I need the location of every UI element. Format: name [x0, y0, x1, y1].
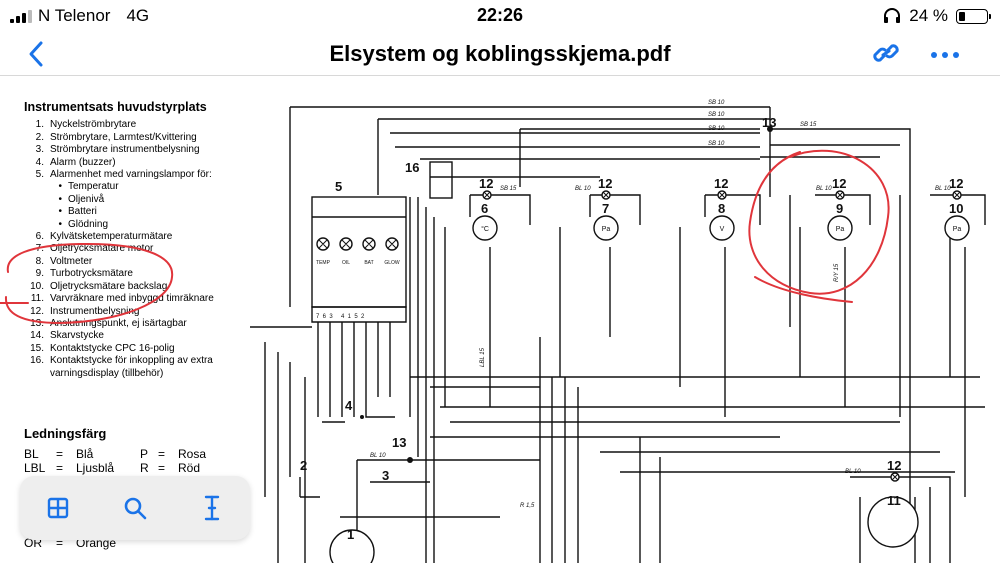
svg-text:SB 10: SB 10	[708, 141, 725, 147]
search-button[interactable]	[118, 491, 152, 525]
legend-item: 6.Kylvätsketemperaturmätare	[35, 231, 173, 243]
svg-text:2: 2	[300, 458, 307, 473]
svg-text:12: 12	[832, 176, 846, 191]
svg-text:BL 10: BL 10	[845, 469, 861, 475]
legend-item: •Batteri	[58, 206, 97, 218]
svg-text:BL 10: BL 10	[575, 186, 591, 192]
legend-item: 11.Varvräknare med inbyggd timräknare	[30, 293, 214, 305]
red-annotation	[0, 149, 890, 325]
legend-item: 3.Strömbrytare instrumentbelysning	[35, 144, 200, 156]
signal-icon	[10, 9, 32, 23]
svg-text:V: V	[720, 226, 725, 233]
thumbnails-button[interactable]	[41, 491, 75, 525]
svg-text:SB 10: SB 10	[708, 126, 725, 132]
svg-text:1: 1	[347, 527, 354, 542]
svg-text:13: 13	[392, 435, 406, 450]
svg-text:SB 10: SB 10	[708, 112, 725, 118]
component-legend: Instrumentsats huvudstyrplats 1.Nyckelst…	[24, 101, 264, 380]
pdf-toolbar	[20, 476, 250, 540]
svg-text:Pa: Pa	[602, 226, 611, 233]
legend-item: 12.Instrumentbelysning	[30, 305, 140, 317]
svg-text:3: 3	[382, 468, 389, 483]
svg-text:R/Y 15: R/Y 15	[834, 263, 840, 282]
link-icon[interactable]	[872, 40, 900, 66]
legend-item: 10.Oljetrycksmätare backslag	[30, 280, 168, 292]
clock: 22:26	[476, 5, 524, 25]
svg-text:12: 12	[598, 176, 612, 191]
svg-text:LBL 15: LBL 15	[480, 347, 486, 367]
back-chevron-icon[interactable]	[28, 40, 44, 68]
pdf-page[interactable]: Instrumentsats huvudstyrplats 1.Nyckelst…	[0, 77, 1000, 563]
status-bar: N Telenor 4G 22:26 24 %	[0, 0, 1000, 32]
svg-text:7: 7	[602, 201, 609, 216]
search-icon	[124, 497, 147, 520]
svg-text:Pa: Pa	[836, 226, 845, 233]
svg-text:BAT: BAT	[364, 260, 373, 266]
legend-item: varningsdisplay (tillbehör)	[50, 367, 164, 379]
svg-text:12: 12	[949, 176, 963, 191]
legend-item: 1.Nyckelströmbrytare	[35, 119, 137, 131]
svg-text:R 1,5: R 1,5	[520, 503, 535, 509]
legend-item: •Temperatur	[58, 181, 119, 193]
svg-text:SB 15: SB 15	[500, 186, 517, 192]
svg-text:5: 5	[335, 179, 342, 194]
wiring-schematic: SB 10 SB 10 SB 10 SB 15 SB 10 BL 10 SB 1…	[0, 100, 986, 563]
legend-item: 8.Voltmeter	[35, 255, 93, 267]
more-options-icon[interactable]	[930, 51, 960, 59]
legend-item: 13.Anslutningspunkt, ej isärtagbar	[30, 317, 187, 329]
svg-text:Pa: Pa	[953, 226, 962, 233]
legend-item: 15.Kontaktstycke CPC 16-polig	[30, 342, 175, 354]
node-13-top-label: 13	[762, 115, 776, 130]
svg-text:GLOW: GLOW	[384, 260, 400, 266]
legend-item: 2.Strömbrytare, Larmtest/Kvittering	[35, 131, 197, 143]
svg-text:7 6 3 4 1 5 2: 7 6 3 4 1 5 2	[316, 314, 365, 320]
carrier-info: N Telenor 4G	[10, 6, 149, 26]
wire-color-title: Ledningsfärg	[24, 426, 107, 441]
svg-text:4: 4	[345, 398, 353, 413]
svg-text:10: 10	[949, 201, 963, 216]
network-type: 4G	[126, 6, 150, 25]
legend-item: 4.Alarm (buzzer)	[35, 156, 116, 168]
svg-text:°C: °C	[481, 225, 489, 233]
text-cursor-icon	[204, 495, 219, 521]
svg-text:11: 11	[887, 493, 901, 508]
navigation-bar: Elsystem og koblingsskjema.pdf	[0, 32, 1000, 76]
battery-icon	[956, 8, 991, 24]
text-select-button[interactable]	[195, 491, 229, 525]
svg-text:BL 10: BL 10	[816, 186, 832, 192]
legend-item: 9.Turbotrycksmätare	[35, 268, 133, 280]
svg-text:OIL: OIL	[342, 260, 350, 266]
legend-item: 14.Skarvstycke	[30, 330, 104, 342]
svg-text:9: 9	[836, 201, 843, 216]
svg-text:SB 10: SB 10	[708, 100, 725, 106]
legend-item: 7.Oljetrycksmätare motor	[35, 243, 154, 255]
carrier-name: N Telenor	[38, 6, 111, 25]
svg-text:TEMP: TEMP	[316, 260, 331, 266]
headphones-icon	[884, 8, 901, 23]
legend-item: •Oljenivå	[58, 193, 105, 205]
svg-text:BL 10: BL 10	[370, 453, 386, 459]
legend-item: 16.Kontaktstycke för inkoppling av extra	[30, 355, 213, 367]
document-title: Elsystem og koblingsskjema.pdf	[329, 41, 671, 66]
legend-item: •Glödning	[58, 218, 109, 230]
svg-text:SB 15: SB 15	[800, 122, 817, 128]
battery-percent: 24 %	[909, 6, 948, 25]
svg-text:8: 8	[718, 201, 725, 216]
svg-text:12: 12	[714, 176, 728, 191]
svg-text:12: 12	[479, 176, 493, 191]
svg-text:BL 10: BL 10	[935, 186, 951, 192]
svg-text:16: 16	[405, 160, 419, 175]
svg-text:12: 12	[887, 458, 901, 473]
thumbnails-icon	[48, 497, 69, 519]
svg-text:6: 6	[481, 201, 488, 216]
legend-item: 5.Alarmenhet med varningslampor för:	[35, 169, 212, 181]
legend-title: Instrumentsats huvudstyrplats	[24, 100, 207, 114]
